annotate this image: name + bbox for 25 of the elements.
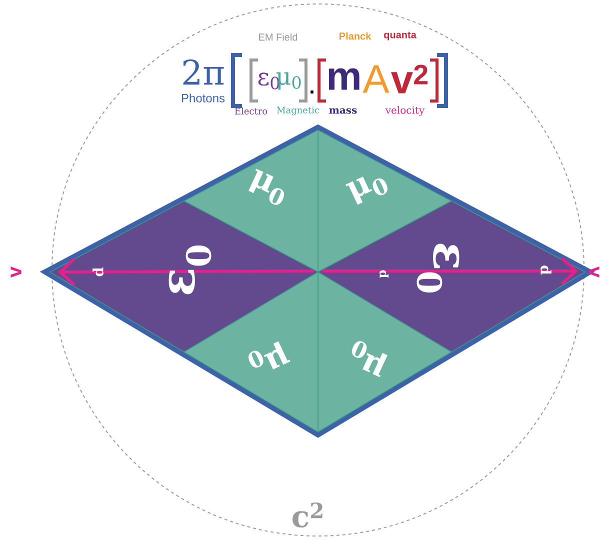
constant-label: Planck (340, 32, 372, 40)
formula-term: A (362, 65, 390, 93)
field-label: EM Field (259, 33, 298, 41)
symbol-label: μ$_{0}$ (346, 176, 388, 205)
constant-label: c$^{2}$ (292, 502, 322, 528)
word-label: velocity (385, 106, 425, 116)
velocity-symbol: v (10, 266, 22, 278)
symbol-label: ε$_{0}$ (416, 244, 460, 292)
symbol-label: d (540, 266, 552, 275)
formula-term: m (328, 68, 360, 90)
symbol-label: μ$_{0}$ (248, 341, 290, 370)
photons-label: Photons (182, 94, 225, 102)
symbol-label: p (380, 270, 388, 278)
symbol-label: ε$_{0}$ (168, 246, 212, 294)
triangle-section (318, 272, 452, 432)
word-label: Electro (234, 108, 268, 114)
symbol-label: μ$_{0}$ (248, 168, 284, 205)
formula-term: . (310, 90, 314, 94)
formula-term: v$^{2}$ (391, 64, 428, 94)
word-label: Magnetic (276, 106, 320, 116)
symbol-label: d (92, 267, 104, 276)
formula-term: 2π (183, 59, 224, 85)
symbol-label: μ$_{0}$ (352, 341, 388, 378)
quanta-label: quanta (384, 32, 416, 40)
word-label: mass (329, 108, 357, 114)
